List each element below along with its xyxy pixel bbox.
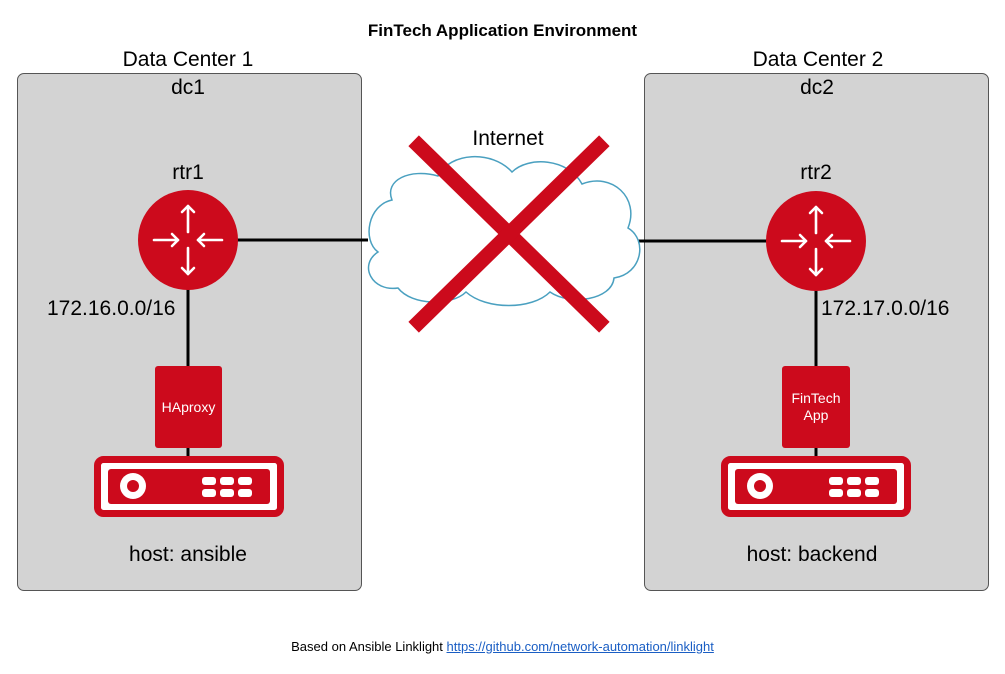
dc1-label: Data Center 1 <box>122 48 254 71</box>
haproxy-label: HAproxy <box>161 398 216 415</box>
fintech-app-service-box: FinTech App <box>782 366 850 448</box>
backend-server-icon <box>721 456 911 517</box>
haproxy-service-box: HAproxy <box>155 366 222 448</box>
rtr2-label: rtr2 <box>800 161 832 184</box>
dc2-label: Data Center 2 <box>752 48 884 71</box>
dc2-id: dc2 <box>800 76 834 99</box>
dc1-id: dc1 <box>171 76 205 99</box>
dc2-host-label: host: backend <box>746 543 878 566</box>
diagram-title: FinTech Application Environment <box>367 21 638 40</box>
internet-label: Internet <box>472 127 544 150</box>
fintech-app-label: FinTech App <box>791 390 841 423</box>
footer-text: Based on Ansible Linklight <box>291 639 447 654</box>
rtr1-router-icon <box>138 190 238 290</box>
ansible-server-icon <box>94 456 284 517</box>
x-mark-icon <box>408 135 610 333</box>
rtr1-label: rtr1 <box>172 161 204 184</box>
dc1-host-label: host: ansible <box>129 543 247 566</box>
dc1-subnet: 172.16.0.0/16 <box>47 297 176 320</box>
dc2-subnet: 172.17.0.0/16 <box>821 297 950 320</box>
rtr2-router-icon <box>766 191 866 291</box>
linklight-link[interactable]: https://github.com/network-automation/li… <box>446 639 714 654</box>
footer: Based on Ansible Linklight https://githu… <box>0 639 1005 654</box>
